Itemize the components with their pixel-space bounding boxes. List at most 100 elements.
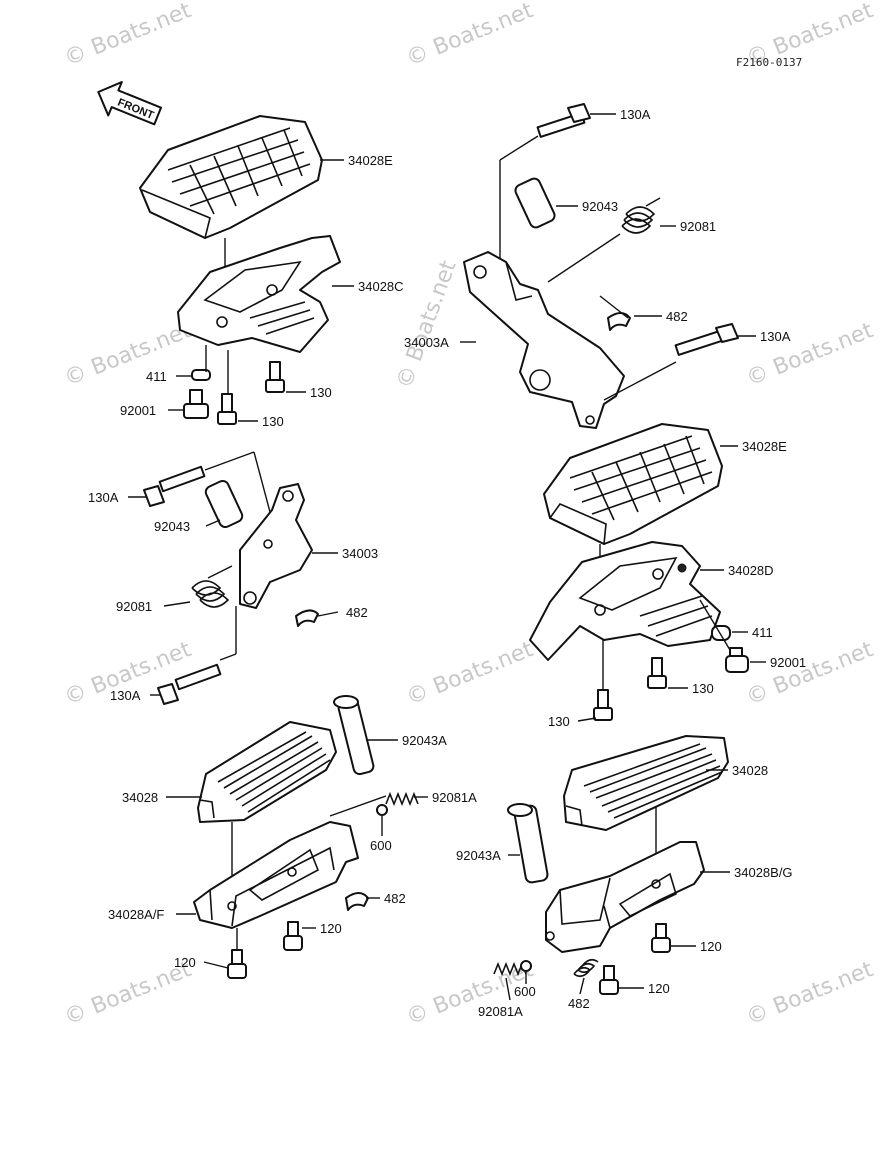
rubber-pad-34028e-left <box>139 115 323 240</box>
label-92043-left: 92043 <box>154 519 190 534</box>
step-holder-34028d <box>529 541 721 661</box>
bracket-34003a <box>463 251 625 429</box>
label-130a-right-mid: 130A <box>760 329 791 344</box>
watermark: © Boats.net <box>743 957 877 1031</box>
bolt-130a-left-bottom <box>157 663 222 705</box>
label-34028d: 34028D <box>728 563 774 578</box>
label-92081-left: 92081 <box>116 599 152 614</box>
bolt-130-b <box>217 393 237 425</box>
diagram-code: F2160-0137 <box>736 56 802 69</box>
label-34028bg: 34028B/G <box>734 865 793 880</box>
bracket-34003 <box>239 483 313 609</box>
label-34028af: 34028A/F <box>108 907 164 922</box>
leader-line <box>699 599 731 651</box>
label-92043a-left: 92043A <box>402 733 447 748</box>
pin-92043a-left <box>333 695 375 776</box>
label-130a-right-top: 130A <box>620 107 651 122</box>
label-600-right: 600 <box>514 984 536 999</box>
label-482-bottom-right: 482 <box>568 996 590 1011</box>
bolt-120-a <box>283 921 303 951</box>
leader-line <box>499 135 539 161</box>
label-92001-right: 92001 <box>770 655 806 670</box>
label-130a-left-bottom: 130A <box>110 688 141 703</box>
label-34028-left: 34028 <box>122 790 158 805</box>
watermark: © Boats.net <box>61 0 195 72</box>
spring-482-right <box>573 958 599 978</box>
bolt-130-d <box>593 689 613 721</box>
clip-482-left <box>295 609 319 627</box>
label-600-left: 600 <box>370 838 392 853</box>
bolt-130-c <box>647 657 667 689</box>
collar-92043-right <box>514 177 556 229</box>
washer-411-right <box>711 625 731 641</box>
bolt-120-d <box>599 965 619 995</box>
label-130-c: 130 <box>692 681 714 696</box>
label-120-b: 120 <box>174 955 196 970</box>
watermark: © Boats.net <box>403 0 537 72</box>
leader-line <box>219 653 237 661</box>
ball-600-left <box>376 804 388 816</box>
clip-482-right <box>607 312 631 331</box>
watermark: © Boats.net <box>743 637 877 711</box>
label-482-left: 482 <box>346 605 368 620</box>
bolt-130a-right-top <box>536 103 591 138</box>
label-92001-left: 92001 <box>120 403 156 418</box>
bolt-130a-right-mid <box>674 323 739 356</box>
leader-line <box>603 361 677 401</box>
label-leaders <box>128 113 766 1001</box>
rubber-pad-34028-right <box>563 735 729 831</box>
label-34028-right: 34028 <box>732 763 768 778</box>
bolt-130a-left-top <box>143 465 206 507</box>
part-labels: 34028E 34028C 411 92001 130 130 130A 920… <box>88 107 806 1019</box>
label-130-d: 130 <box>548 714 570 729</box>
bolt-130-a <box>265 361 285 393</box>
bolt-120-c <box>651 923 671 953</box>
bolt-92001-right <box>725 647 749 673</box>
label-34003a: 34003A <box>404 335 449 350</box>
rubber-pad-34028-left <box>197 721 337 823</box>
front-arrow-icon: FRONT <box>97 81 163 126</box>
spring-92081-left <box>191 565 233 608</box>
bolt-120-b <box>227 949 247 979</box>
label-92043-right: 92043 <box>582 199 618 214</box>
label-120-c: 120 <box>700 939 722 954</box>
label-130a-left-top: 130A <box>88 490 119 505</box>
label-92081-right: 92081 <box>680 219 716 234</box>
watermark: © Boats.net <box>61 318 195 392</box>
pin-92043a-right <box>507 803 549 884</box>
spring-92081-right <box>621 197 661 234</box>
leader-line <box>253 451 271 513</box>
label-92081a-left: 92081A <box>432 790 477 805</box>
label-34003: 34003 <box>342 546 378 561</box>
label-92081a-right: 92081A <box>478 1004 523 1019</box>
label-34028c: 34028C <box>358 279 404 294</box>
collar-92043-left <box>204 479 244 529</box>
label-411-left: 411 <box>146 369 167 384</box>
ball-600-right <box>520 960 532 972</box>
label-482-right: 482 <box>666 309 688 324</box>
rubber-pad-34028e-right <box>543 423 723 546</box>
label-411-right: 411 <box>752 625 773 640</box>
label-120-a: 120 <box>320 921 342 936</box>
label-92043a-right: 92043A <box>456 848 501 863</box>
label-130-b: 130 <box>262 414 284 429</box>
label-34028e-right: 34028E <box>742 439 787 454</box>
spring-92081a-left <box>385 791 419 807</box>
leader-line <box>204 451 255 471</box>
label-34028e-left: 34028E <box>348 153 393 168</box>
watermark: © Boats.net <box>392 257 462 392</box>
footpeg-34028af <box>193 821 359 929</box>
footpeg-34028bg <box>545 841 705 953</box>
step-holder-34028c <box>177 235 341 353</box>
watermark: © Boats.net <box>403 637 537 711</box>
label-482-bottom-left: 482 <box>384 891 406 906</box>
washer-411-left <box>191 369 211 381</box>
label-130-a: 130 <box>310 385 332 400</box>
leader-line <box>547 233 621 283</box>
leader-line <box>329 795 387 817</box>
clip-482-bottom-left <box>345 892 369 911</box>
label-120-d: 120 <box>648 981 670 996</box>
leader-line <box>599 295 629 319</box>
bolt-92001-left <box>183 389 209 419</box>
